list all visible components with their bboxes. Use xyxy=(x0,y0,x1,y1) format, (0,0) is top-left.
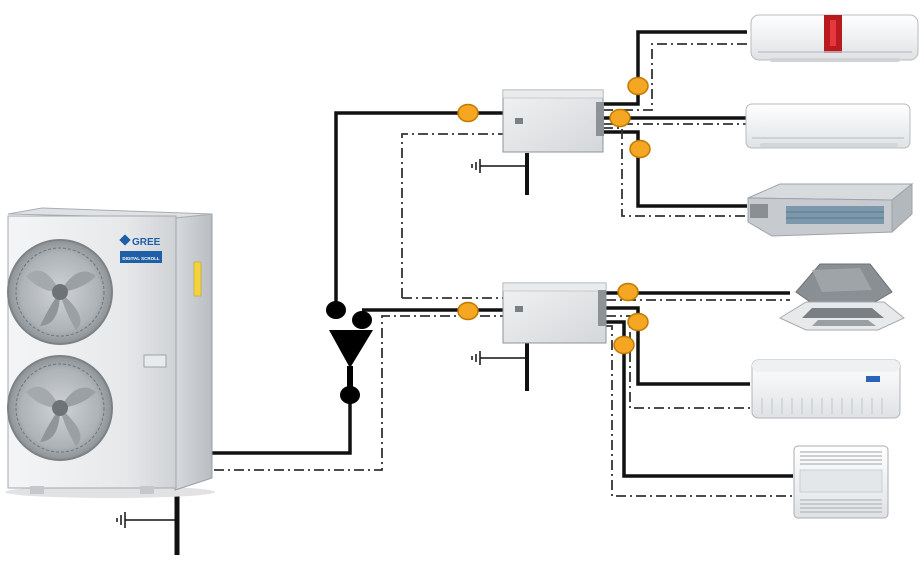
valve-markers xyxy=(457,76,651,355)
valve-icon xyxy=(627,312,649,332)
indoor-wall-unit-red xyxy=(750,14,919,62)
fan-upper-icon xyxy=(7,239,113,345)
model-badge xyxy=(120,251,162,263)
valve-icon xyxy=(457,103,479,123)
valve-icon xyxy=(629,139,651,159)
warning-label xyxy=(193,261,202,297)
model-badge-text: DIGITAL SCROLL xyxy=(122,256,160,261)
indoor-floor-console-unit xyxy=(793,445,889,519)
indoor-wall-unit-plain xyxy=(745,103,911,149)
valve-icon xyxy=(617,282,639,302)
pipe-upper-unit-1 xyxy=(603,30,747,106)
pipe-to-upper-branch xyxy=(334,111,503,307)
indoor-duct-unit xyxy=(747,182,914,237)
pipe-lower-unit-3 xyxy=(606,320,793,478)
refrigerant-distributor xyxy=(326,301,373,404)
branch-box-lower xyxy=(502,282,607,344)
valve-icon xyxy=(613,335,635,355)
indoor-cassette-unit xyxy=(778,263,905,331)
fan-lower-icon xyxy=(7,355,113,461)
valve-icon xyxy=(627,76,649,96)
service-panel xyxy=(143,354,167,368)
pipe-upper-unit-3 xyxy=(603,130,747,208)
branch-box-upper xyxy=(502,89,604,153)
valve-icon xyxy=(457,301,479,321)
gas-pipe-network xyxy=(194,43,793,497)
outdoor-unit: GREE DIGITAL SCROLL xyxy=(5,207,215,498)
valve-icon xyxy=(609,108,631,128)
pipe-lower-unit-2 xyxy=(606,306,750,386)
main-pipe-outdoor xyxy=(194,395,352,455)
svg-text:GREE: GREE xyxy=(132,237,161,248)
liquid-pipe-network xyxy=(194,30,793,478)
indoor-ceiling-floor-unit xyxy=(751,359,901,419)
